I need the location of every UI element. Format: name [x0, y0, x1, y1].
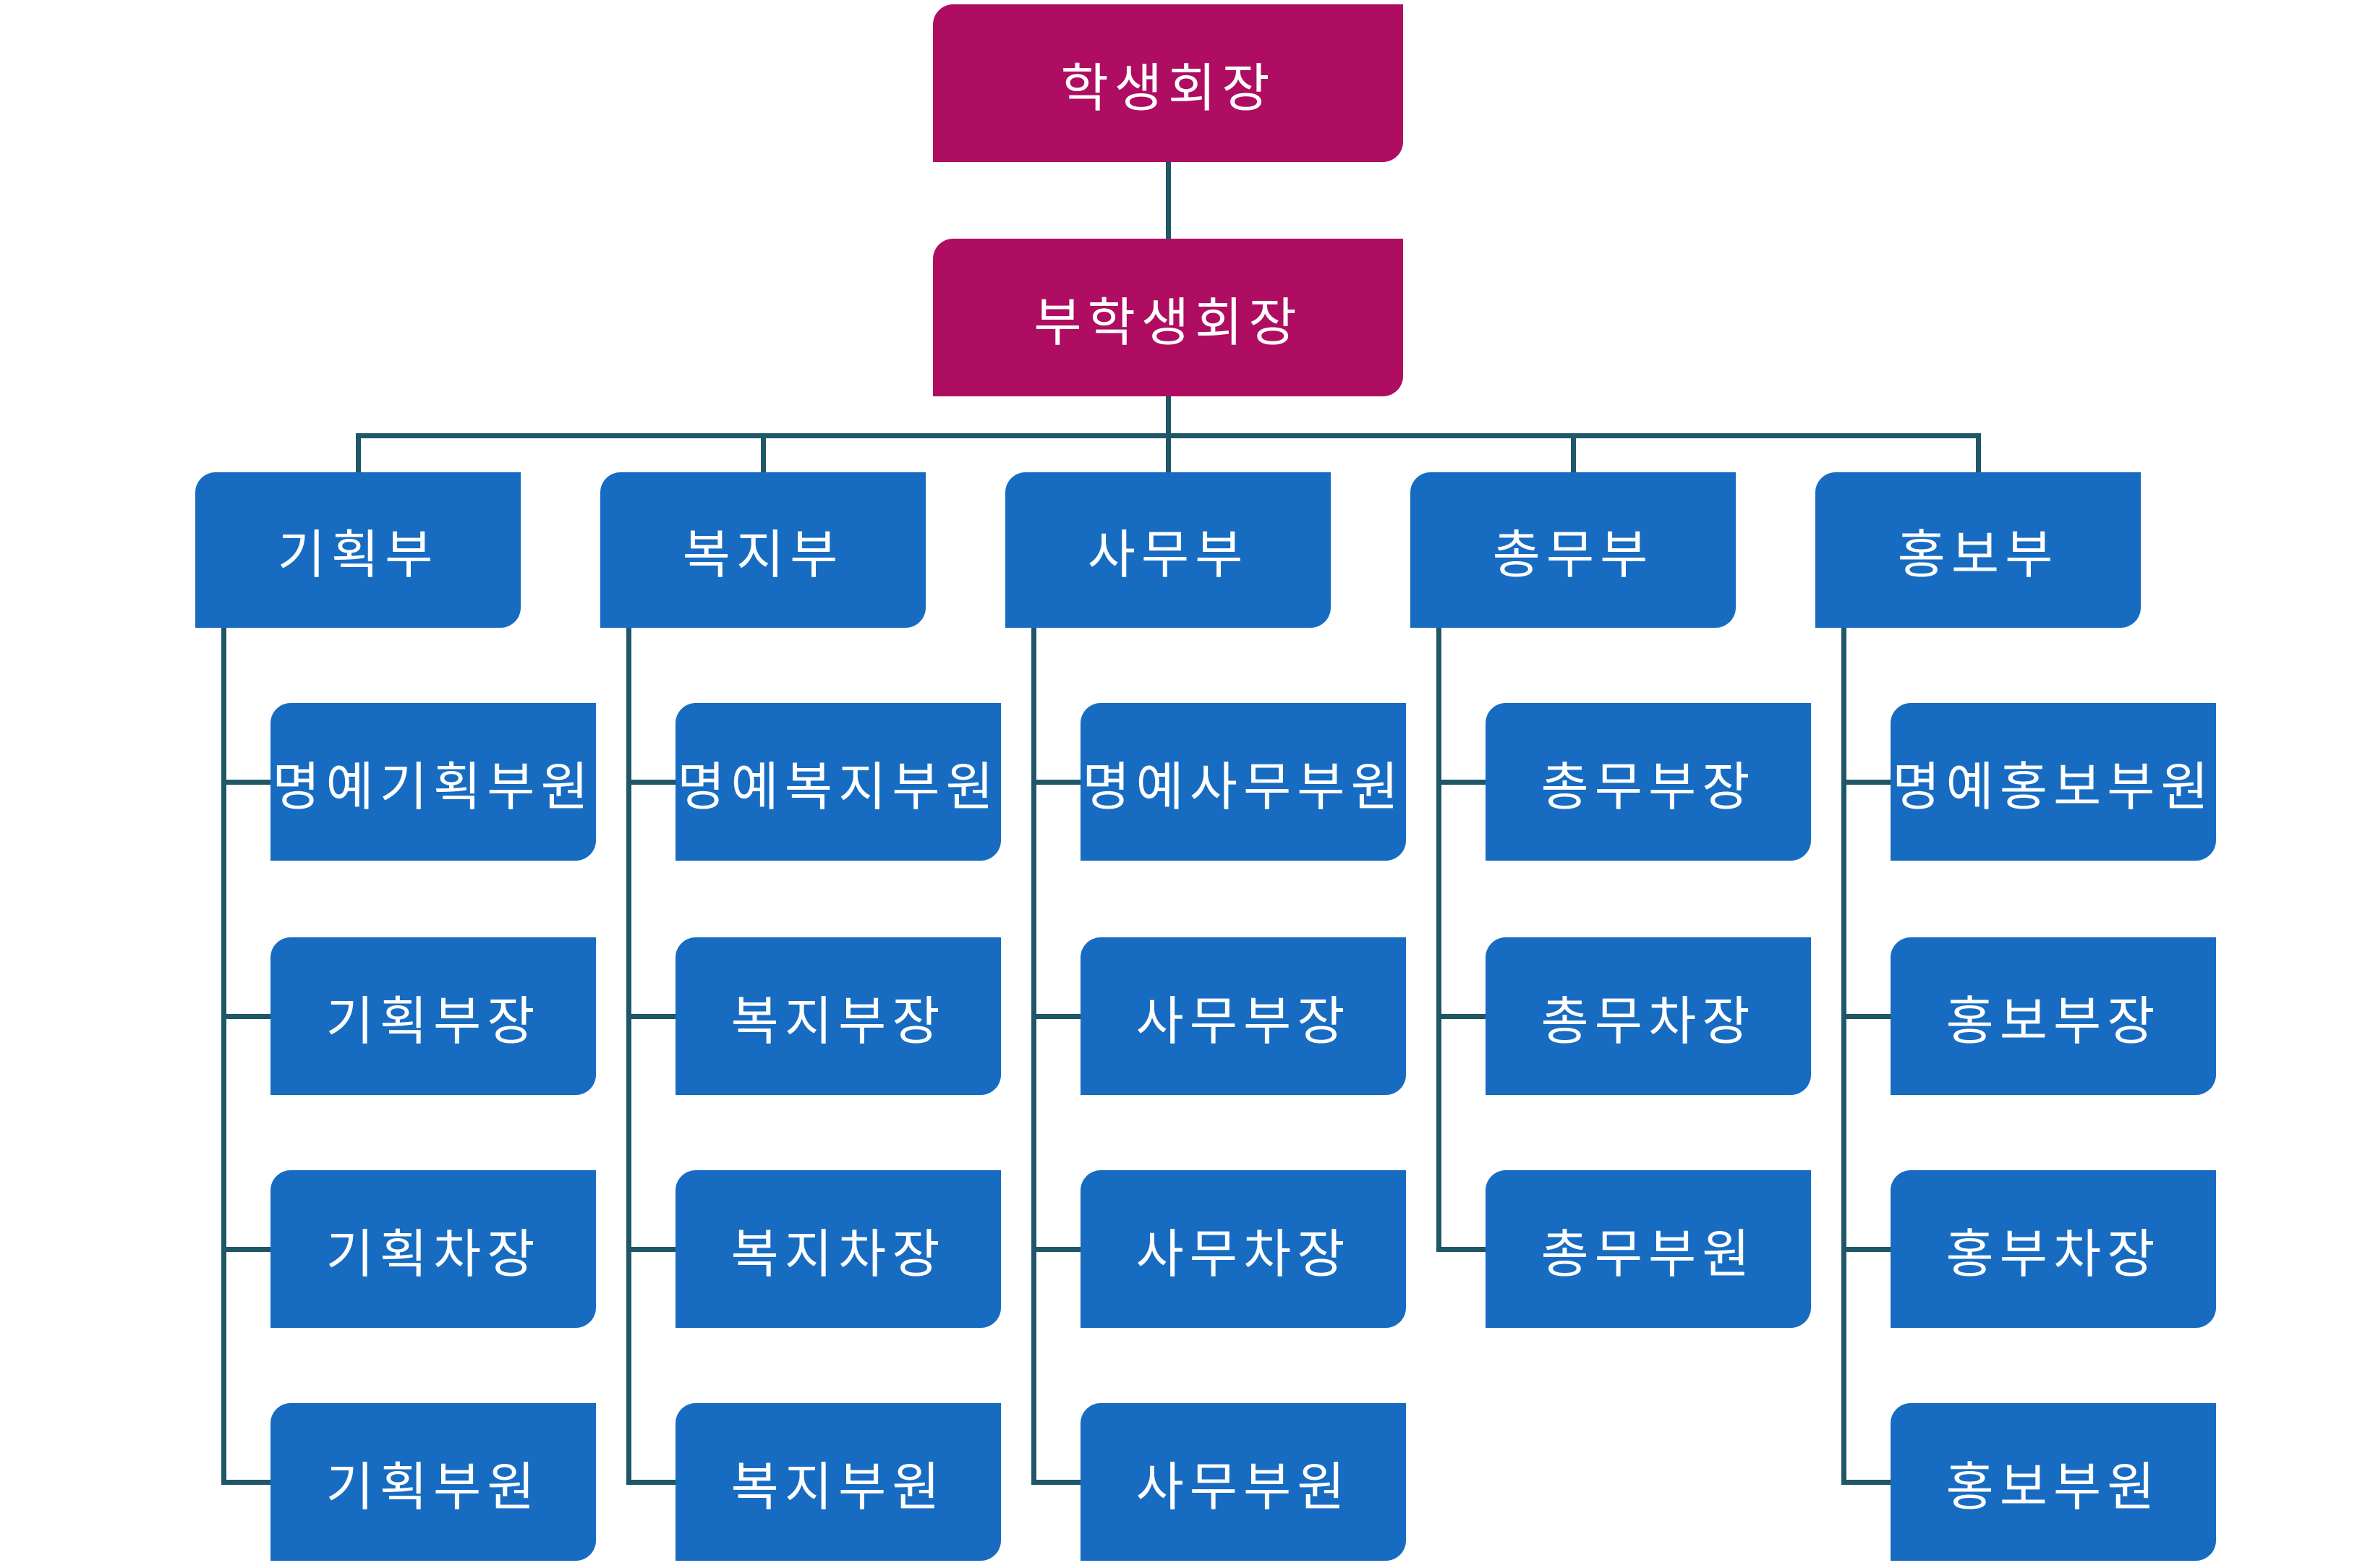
node-office-deputy-head: 사무차장: [1081, 1170, 1406, 1328]
connector-stub: [626, 1480, 676, 1485]
connector-stub: [626, 1247, 676, 1252]
node-pr-member: 홍보부원: [1891, 1403, 2216, 1561]
node-office-honorary-member: 명예사무부원: [1081, 703, 1406, 861]
connector-root-to-vice: [1166, 162, 1171, 239]
node-dept-pr: 홍보부: [1815, 472, 2141, 628]
connector-stub: [1436, 1247, 1486, 1252]
connector-stub: [221, 780, 270, 785]
node-office-head: 사무부장: [1081, 937, 1406, 1095]
node-pr-deputy-head: 홍부차장: [1891, 1170, 2216, 1328]
node-pr-head: 홍보부장: [1891, 937, 2216, 1095]
connector-stub: [1031, 1247, 1081, 1252]
connector-hang-office: [1031, 628, 1036, 1484]
node-general-affairs-head: 총무부장: [1486, 703, 1811, 861]
connector-stub: [1841, 1480, 1891, 1485]
connector-stub: [1436, 1014, 1486, 1019]
node-student-president: 학생회장: [933, 4, 1403, 162]
node-dept-general-affairs: 총무부: [1410, 472, 1736, 628]
connector-stub: [1031, 1014, 1081, 1019]
connector-drop-pr: [1976, 437, 1981, 472]
node-dept-welfare: 복지부: [600, 472, 926, 628]
node-welfare-honorary-member: 명예복지부원: [676, 703, 1001, 861]
connector-stub: [626, 780, 676, 785]
node-dept-planning: 기획부: [195, 472, 521, 628]
node-welfare-member: 복지부원: [676, 1403, 1001, 1561]
connector-stub: [1841, 780, 1891, 785]
connector-hang-pr: [1841, 628, 1846, 1484]
connector-stub: [221, 1014, 270, 1019]
connector-hang-general-affairs: [1436, 628, 1441, 1251]
connector-hang-planning: [221, 628, 226, 1484]
connector-stub: [1436, 780, 1486, 785]
node-welfare-head: 복지부장: [676, 937, 1001, 1095]
connector-drop-welfare: [761, 437, 766, 472]
connector-stub: [626, 1014, 676, 1019]
node-general-affairs-member: 총무부원: [1486, 1170, 1811, 1328]
connector-stub: [1031, 1480, 1081, 1485]
connector-stub: [221, 1480, 270, 1485]
node-vice-student-president: 부학생회장: [933, 239, 1403, 396]
connector-stub: [1841, 1247, 1891, 1252]
connector-hang-welfare: [626, 628, 631, 1484]
node-general-affairs-deputy-head: 총무차장: [1486, 937, 1811, 1095]
connector-bus: [356, 433, 1981, 438]
connector-stub: [221, 1247, 270, 1252]
node-planning-honorary-member: 명예기획부원: [270, 703, 596, 861]
node-planning-deputy-head: 기획차장: [270, 1170, 596, 1328]
connector-drop-planning: [356, 437, 361, 472]
node-welfare-deputy-head: 복지차장: [676, 1170, 1001, 1328]
node-office-member: 사무부원: [1081, 1403, 1406, 1561]
connector-stub: [1031, 780, 1081, 785]
connector-drop-general-affairs: [1571, 437, 1576, 472]
node-dept-office: 사무부: [1005, 472, 1331, 628]
node-planning-member: 기획부원: [270, 1403, 596, 1561]
node-planning-head: 기획부장: [270, 937, 596, 1095]
connector-stub: [1841, 1014, 1891, 1019]
node-pr-honorary-member: 명예홍보부원: [1891, 703, 2216, 861]
